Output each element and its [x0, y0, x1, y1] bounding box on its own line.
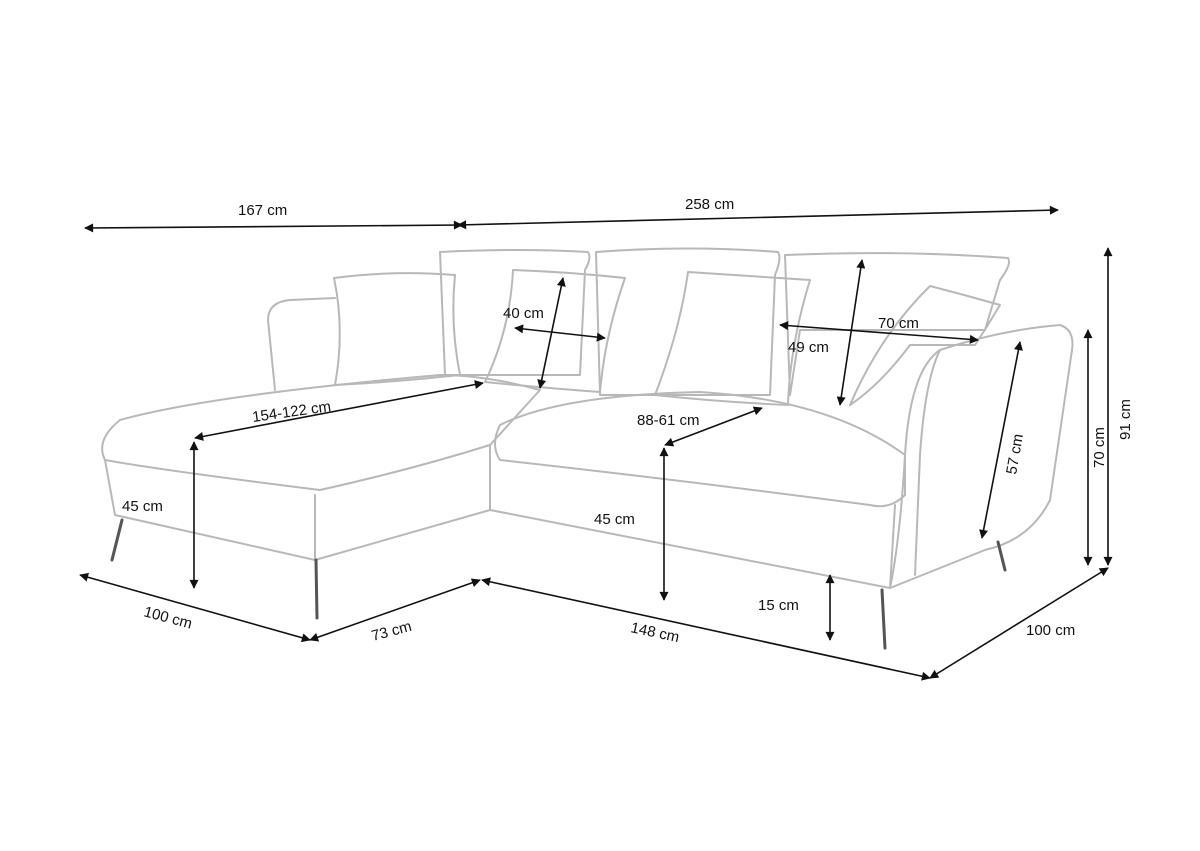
main-base: [489, 459, 896, 589]
label-45-seat: 45 cm: [594, 511, 635, 528]
leg-4: [996, 540, 1007, 572]
dim-line-40-vertical: [537, 277, 566, 389]
back-cushion-middle: [595, 247, 781, 396]
dim-line-100-left: [79, 572, 311, 643]
dim-line-40: [514, 324, 606, 342]
right-armrest: [889, 324, 1074, 589]
label-154-122: 154-122 cm: [251, 398, 332, 426]
dim-line-258: [457, 205, 1059, 230]
dim-line-154-122: [194, 380, 484, 441]
dim-line-88-61: [664, 406, 763, 447]
label-167: 167 cm: [238, 202, 287, 219]
label-15: 15 cm: [758, 597, 799, 614]
dim-line-49: [836, 259, 866, 406]
left-back-armrest: [267, 297, 336, 391]
label-73: 73 cm: [370, 618, 414, 645]
back-cushion-right: [784, 252, 1010, 396]
dimension-labels: 167 cm 258 cm 91 cm 70 cm 40 cm 70 cm 49…: [122, 196, 1134, 646]
dim-line-167: [84, 220, 463, 233]
label-45-chaise: 45 cm: [122, 498, 163, 515]
label-258: 258 cm: [685, 196, 734, 213]
chaise-seat-top: [101, 374, 541, 491]
label-70-cushion: 70 cm: [878, 315, 919, 332]
dim-line-148: [481, 577, 931, 681]
leg-2: [314, 558, 319, 620]
label-57: 57 cm: [1003, 433, 1027, 476]
label-91: 91 cm: [1117, 399, 1134, 440]
label-40: 40 cm: [503, 305, 544, 322]
back-cushion-left: [439, 249, 591, 376]
dim-line-70-cushion: [779, 321, 979, 344]
dim-line-73: [309, 578, 481, 642]
dim-line-57: [979, 341, 1023, 539]
label-70-right: 70 cm: [1091, 427, 1108, 468]
leg-1: [110, 518, 124, 562]
pillow-small: [484, 269, 626, 393]
label-100-right: 100 cm: [1026, 622, 1075, 639]
right-armrest-inner: [914, 349, 941, 576]
label-100-left: 100 cm: [142, 603, 194, 632]
dim-line-100-right: [929, 567, 1109, 679]
pillow-right: [849, 285, 1001, 406]
dimension-lines: [79, 205, 1113, 681]
leg-3: [880, 588, 887, 650]
label-49: 49 cm: [788, 339, 829, 356]
label-148: 148 cm: [629, 619, 681, 646]
label-88-61: 88-61 cm: [637, 412, 700, 429]
main-seat-top: [494, 391, 906, 508]
sofa-outline: [101, 247, 1074, 650]
